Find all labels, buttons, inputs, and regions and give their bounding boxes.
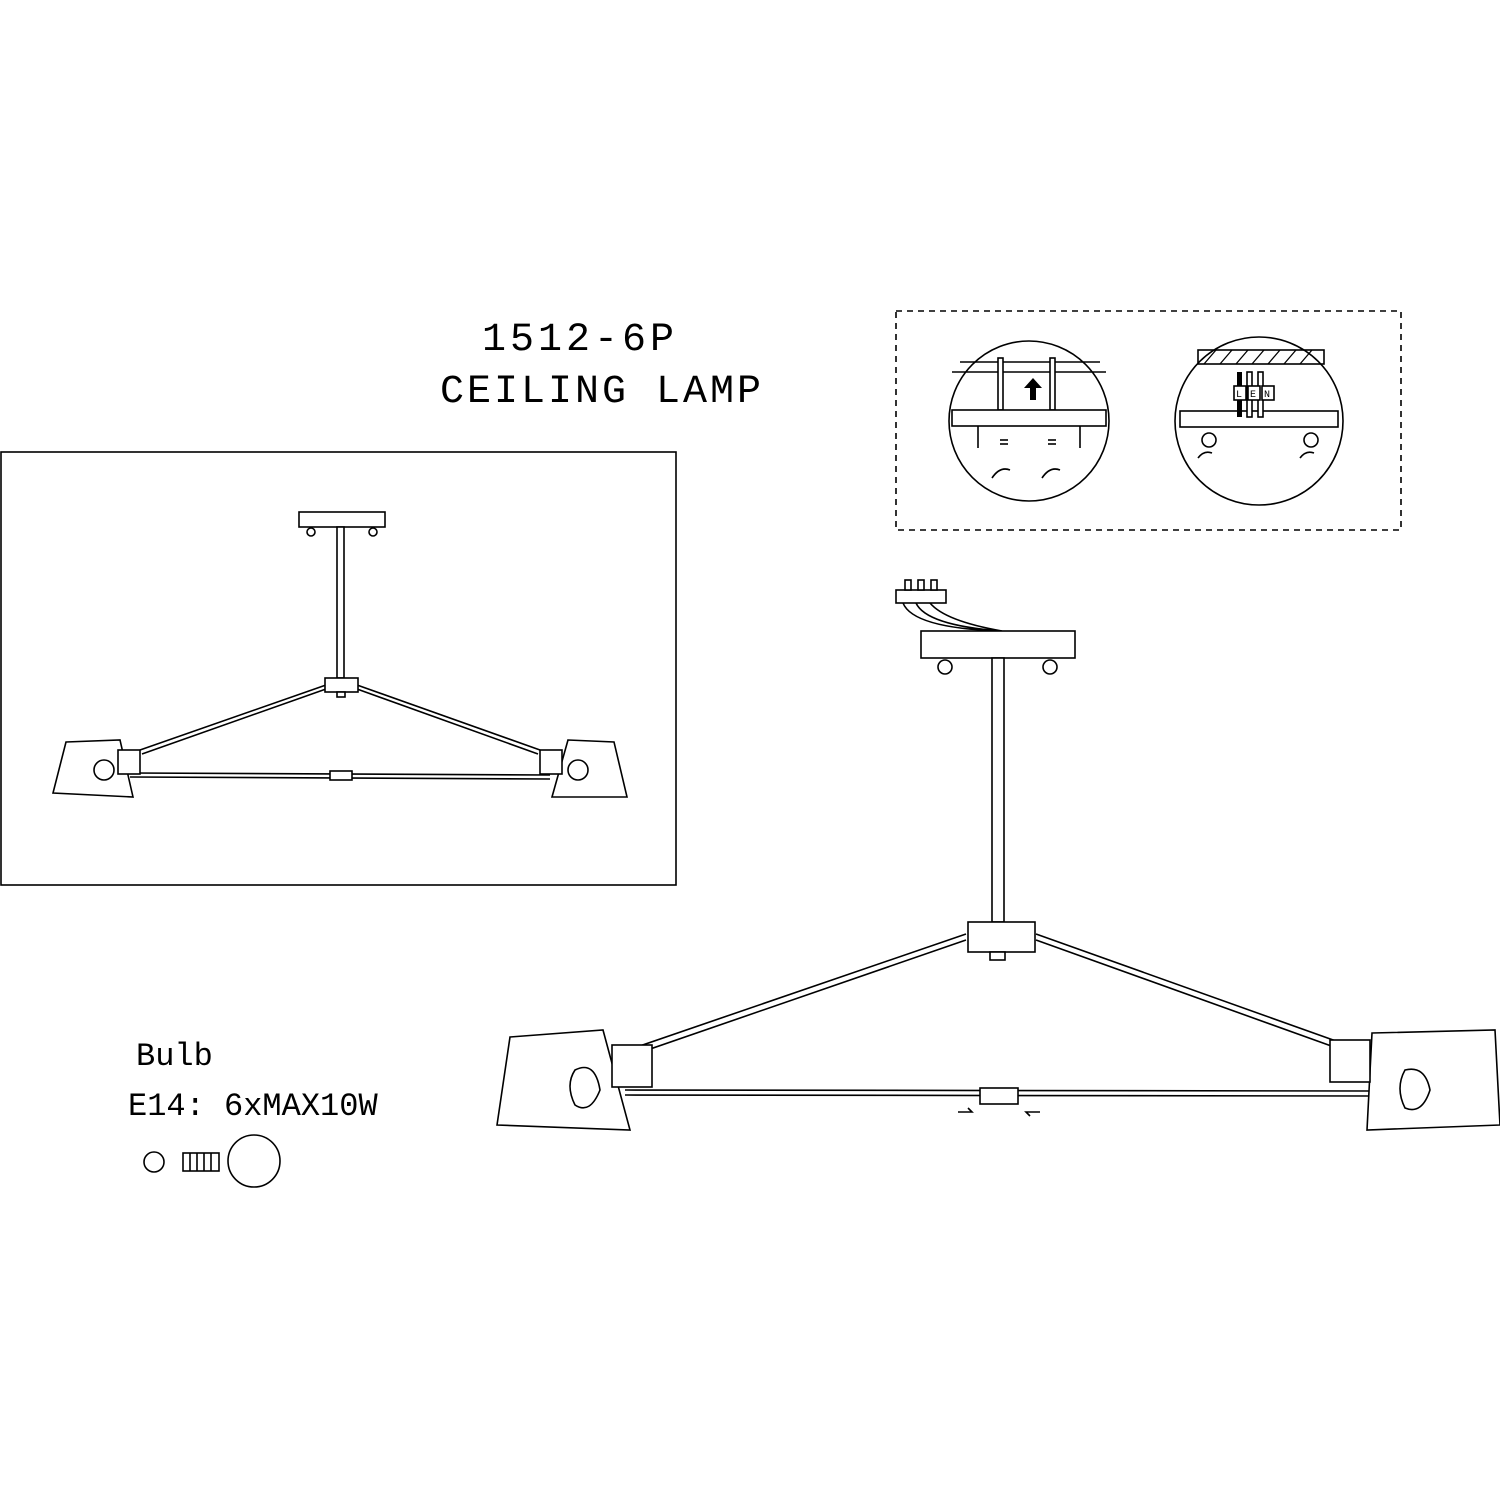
installation-detail: L E N xyxy=(895,310,1402,531)
main-lamp-view xyxy=(496,579,1500,1131)
lamp-shade-left xyxy=(51,739,135,798)
down-rod xyxy=(991,657,1005,923)
terminal-block xyxy=(895,589,947,604)
connector xyxy=(979,1087,1019,1105)
overview-view xyxy=(0,451,677,886)
terminal-e: E xyxy=(1250,390,1256,401)
product-name: CEILING LAMP xyxy=(440,370,764,415)
lamp-shade-left xyxy=(496,1029,632,1131)
terminal-n: N xyxy=(1264,390,1270,401)
model-number: 1512-6P xyxy=(482,318,678,363)
bulb-icon xyxy=(143,1134,281,1188)
hub xyxy=(967,921,1036,953)
bulb-label: Bulb xyxy=(136,1038,213,1075)
bulb-spec: E14: 6xMAX10W xyxy=(128,1088,378,1125)
lamp-shade-right xyxy=(550,739,629,798)
canopy xyxy=(920,630,1076,659)
terminal-l: L xyxy=(1236,390,1242,401)
lamp-shade-right xyxy=(1366,1029,1500,1131)
